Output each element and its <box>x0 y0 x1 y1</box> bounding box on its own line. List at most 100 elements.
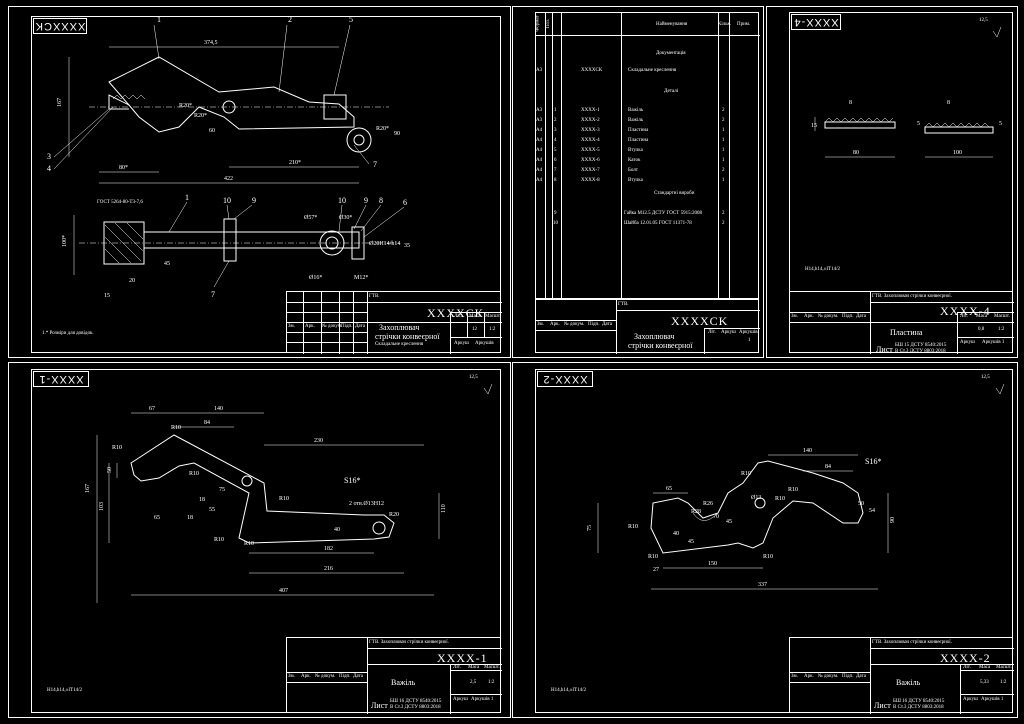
part2-scale-label: Масшт. <box>996 665 1012 670</box>
stamp-col-5: Дата <box>856 674 866 679</box>
svg-text:40: 40 <box>334 527 340 533</box>
svg-text:45: 45 <box>164 261 170 267</box>
stamp-col-4: Підп. <box>341 324 353 329</box>
spec-qty: 2 <box>722 211 725 216</box>
assembly-name-2: стрічки конвеєрної <box>375 332 440 341</box>
svg-text:167: 167 <box>85 484 91 493</box>
stamp-col-5: Дата <box>602 322 612 327</box>
spec-name: Втулка <box>628 148 643 153</box>
svg-text:3: 3 <box>47 152 51 161</box>
part1-sheet-lbl: Аркуш <box>453 697 468 702</box>
spec-fmt: A4 <box>536 178 543 183</box>
spec-code: XXXX-6 <box>581 158 600 163</box>
spec-header-note: Прим. <box>737 22 751 27</box>
stamp-col-1: Зм. <box>537 322 544 327</box>
spec-pos: 7 <box>554 168 557 173</box>
spec-code: XXXXCK <box>671 314 729 328</box>
svg-text:216: 216 <box>324 566 333 572</box>
spec-title-block: ГТВ. XXXXCK Захоплювач стрічки конвеєрно… <box>535 299 760 354</box>
svg-text:55: 55 <box>209 507 215 513</box>
spec-qty: 2 <box>722 221 725 226</box>
svg-text:75: 75 <box>219 487 225 493</box>
part2-sheets-lbl: Аркушів 1 <box>981 697 1004 702</box>
stamp-col-1: Зм. <box>288 674 295 679</box>
svg-text:5: 5 <box>917 121 920 127</box>
spec-header-qty: Кільк. <box>718 22 732 27</box>
stamp-col-4: Підп. <box>588 322 600 327</box>
svg-text:R10: R10 <box>279 496 289 502</box>
part2-std2: В Ст.3 ДСТУ 8803:2018 <box>893 705 944 710</box>
assembly-mass-label: Маса <box>469 314 481 319</box>
spec-qty: 1 <box>722 178 725 183</box>
svg-text:90: 90 <box>890 517 896 523</box>
assembly-scale-label: Масшт. <box>485 314 501 319</box>
svg-text:M12*: M12* <box>354 275 368 281</box>
stamp-col-4: Підп. <box>842 674 854 679</box>
part1-holes: 2 отв.Ø13H12 <box>349 501 384 507</box>
part1-drawing: 67 140 84 230 167 103 50 182 216 407 110… <box>85 383 493 603</box>
part4-sheet-label: Лист <box>876 345 893 354</box>
spec-sheet-label: Аркуш <box>721 330 736 335</box>
part2-org: ГТВ. Захоплювач стрічки конвеєрної. <box>872 640 952 645</box>
spec-name-2: стрічки конвеєрної <box>628 341 693 350</box>
part1-org: ГТВ. Захоплювач стрічки конвеєрної. <box>369 640 449 645</box>
svg-text:R20*: R20* <box>376 126 389 132</box>
svg-text:45: 45 <box>688 539 694 545</box>
svg-text:80: 80 <box>853 150 859 156</box>
svg-text:10: 10 <box>338 196 346 205</box>
stamp-col-2: Арк. <box>804 674 814 679</box>
svg-text:18: 18 <box>187 515 193 521</box>
stamp-col-2: Арк. <box>550 322 560 327</box>
assembly-name-1: Захоплювач <box>379 323 420 332</box>
spec-sheets-label: Аркушів <box>739 330 758 335</box>
part1-mass: 2,5 <box>470 680 477 685</box>
svg-text:R28: R28 <box>691 509 701 515</box>
svg-text:84: 84 <box>825 464 831 470</box>
svg-text:R10: R10 <box>244 541 254 547</box>
svg-text:103: 103 <box>99 502 105 511</box>
svg-text:210*: 210* <box>289 160 301 166</box>
svg-text:1: 1 <box>185 193 189 202</box>
svg-text:110: 110 <box>441 504 447 513</box>
part1-tolerance: Н14,h14,±IT14/2 <box>47 688 82 693</box>
spec-fmt: A4 <box>536 128 543 133</box>
assembly-mass: 12 <box>472 327 477 332</box>
svg-text:45: 45 <box>726 519 732 525</box>
svg-text:54: 54 <box>869 508 875 514</box>
svg-text:407: 407 <box>279 588 288 594</box>
svg-text:6: 6 <box>403 198 407 207</box>
part4-scale-label: Масшт. <box>994 314 1010 319</box>
spec-fmt: A3 <box>536 108 543 113</box>
part2-sheet-lbl: Аркуш <box>963 697 978 702</box>
part4-name: Пластина <box>890 328 923 337</box>
assembly-note: 1.* Розміри для довідок. <box>42 331 94 336</box>
stamp-col-2: Арк. <box>804 314 814 319</box>
part4-std2: В Ст.3 ДСТУ 8803:2018 <box>895 349 946 354</box>
spec-name: Втулка <box>628 178 643 183</box>
spec-qty: 1 <box>722 148 725 153</box>
part2-std1: БШ 16 ДСТУ 8540:2015 <box>893 699 945 704</box>
part4-lit-label: Літ. <box>960 314 968 319</box>
svg-text:20: 20 <box>129 278 135 284</box>
part1-sheet: XXXX-1 12,5 67 140 84 230 167 103 50 182… <box>8 362 511 718</box>
spec-header-pos: Поз. <box>546 18 552 29</box>
svg-text:R10: R10 <box>741 471 751 477</box>
spec-lit-label: Літ. <box>708 330 716 335</box>
stamp-col-3: № докум. <box>564 322 585 327</box>
assembly-doctype: Складальне креслення <box>375 342 424 347</box>
svg-text:140: 140 <box>214 406 223 412</box>
stamp-col-2: Арк. <box>301 674 311 679</box>
spec-name: Гайка М12.5 ДСТУ ГОСТ 5915:2008 <box>624 211 702 216</box>
part1-scale: 1:2 <box>488 680 495 685</box>
spec-fmt: A4 <box>536 168 543 173</box>
spec-pos: 10 <box>553 221 558 226</box>
spec-header-name: Найменування <box>656 22 688 27</box>
svg-text:R10: R10 <box>788 487 798 493</box>
svg-text:R10: R10 <box>648 554 658 560</box>
assembly-sheet-label: Аркуш <box>454 341 469 346</box>
part4-tolerance: Н14,h14,±IT14/2 <box>805 267 840 272</box>
svg-text:70: 70 <box>713 514 719 520</box>
